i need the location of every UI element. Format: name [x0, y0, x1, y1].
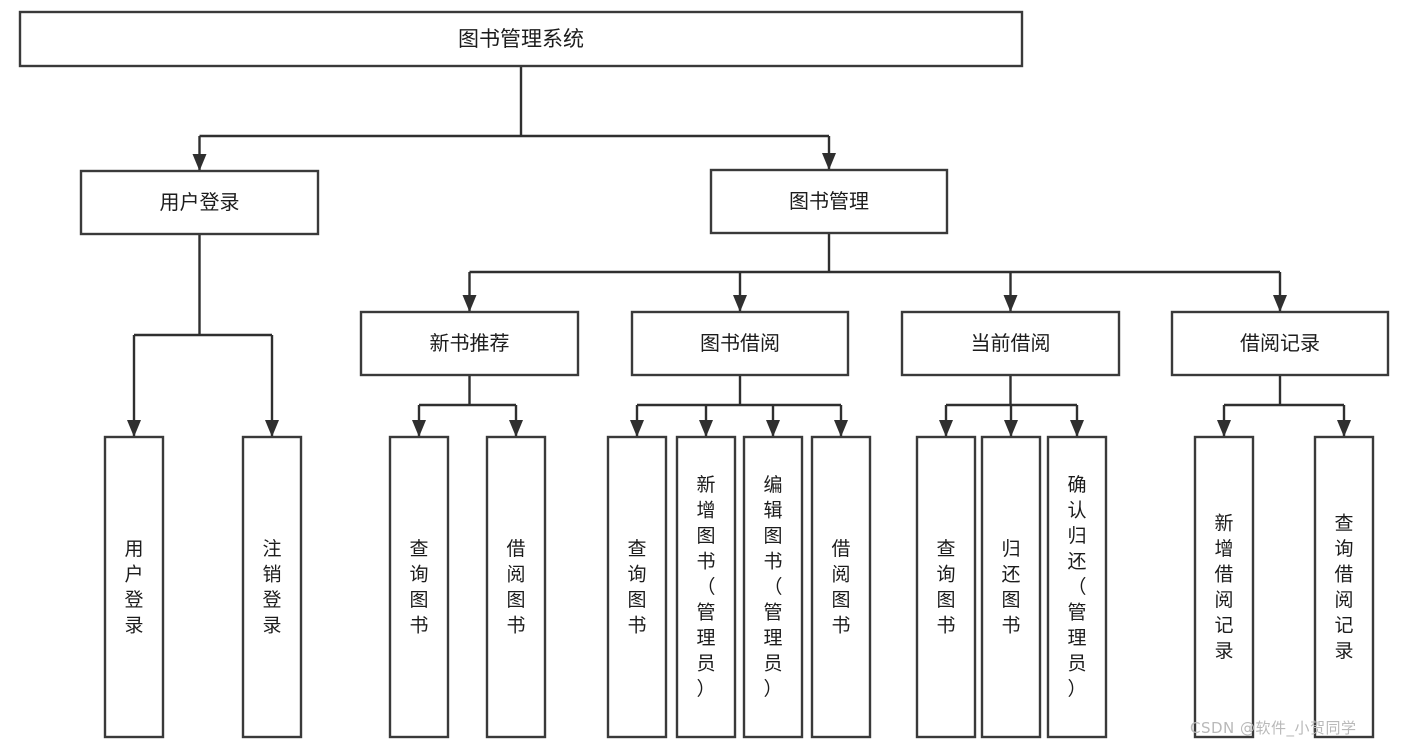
node-box — [810, 435, 872, 739]
node-cb-confirm-return[interactable]: 确认归还（管理员） — [1046, 435, 1108, 739]
node-cb-query-book[interactable]: 查询图书 — [915, 435, 977, 739]
node-label: 注销登录 — [262, 537, 281, 636]
arrow-head — [265, 420, 279, 437]
arrow-head — [766, 420, 780, 437]
node-br-add-record[interactable]: 新增借阅记录 — [1193, 435, 1255, 739]
node-box — [79, 169, 320, 236]
node-root[interactable]: 图书管理系统 — [18, 10, 1024, 68]
node-box — [103, 435, 165, 739]
connector-layer — [127, 66, 1351, 437]
arrow-head — [1004, 420, 1018, 437]
node-box — [1313, 435, 1375, 739]
node-bb-edit-book[interactable]: 编辑图书（管理员） — [742, 435, 804, 739]
node-label: 查询图书 — [627, 537, 646, 636]
node-user-logout[interactable]: 注销登录 — [241, 435, 303, 739]
node-nbr-query-book[interactable]: 查询图书 — [388, 435, 450, 739]
node-box — [241, 435, 303, 739]
node-book-borrow[interactable]: 图书借阅 — [630, 310, 850, 377]
node-label: 图书借阅 — [700, 331, 780, 355]
node-label: 查询借阅记录 — [1334, 512, 1353, 662]
arrow-head — [1217, 420, 1231, 437]
node-label: 新增图书（管理员） — [696, 474, 715, 700]
node-box — [675, 435, 737, 739]
node-label: 图书管理系统 — [458, 27, 584, 51]
node-box — [1170, 310, 1390, 377]
node-user-login[interactable]: 用户登录 — [79, 169, 320, 236]
node-new-book-recommend[interactable]: 新书推荐 — [359, 310, 580, 377]
arrow-head — [630, 420, 644, 437]
node-bb-add-book[interactable]: 新增图书（管理员） — [675, 435, 737, 739]
node-box — [980, 435, 1042, 739]
arrow-head — [509, 420, 523, 437]
arrow-head — [1273, 295, 1287, 312]
node-box — [630, 310, 850, 377]
node-label: 借阅图书 — [506, 537, 525, 636]
arrow-head — [699, 420, 713, 437]
node-bb-borrow-book[interactable]: 借阅图书 — [810, 435, 872, 739]
node-box — [388, 435, 450, 739]
node-label: 查询图书 — [409, 537, 428, 636]
node-nbr-borrow-book[interactable]: 借阅图书 — [485, 435, 547, 739]
node-label: 图书管理 — [789, 189, 869, 213]
node-box — [18, 10, 1024, 68]
node-bb-query-book[interactable]: 查询图书 — [606, 435, 668, 739]
arrow-head — [733, 295, 747, 312]
node-label: 当前借阅 — [971, 331, 1051, 355]
node-cb-return-book[interactable]: 归还图书 — [980, 435, 1042, 739]
node-box — [900, 310, 1121, 377]
node-label: 归还图书 — [1001, 537, 1020, 636]
node-box — [915, 435, 977, 739]
arrow-head — [939, 420, 953, 437]
node-user-login-do[interactable]: 用户登录 — [103, 435, 165, 739]
node-label: 借阅图书 — [831, 537, 850, 636]
arrow-head — [1003, 295, 1018, 312]
node-box — [485, 435, 547, 739]
arrow-head — [834, 420, 848, 437]
arrow-head — [1337, 420, 1351, 437]
node-box — [1193, 435, 1255, 739]
node-box — [742, 435, 804, 739]
arrow-head — [462, 295, 477, 312]
node-label: 新增借阅记录 — [1214, 512, 1233, 662]
node-box — [359, 310, 580, 377]
node-box — [709, 168, 949, 235]
node-label: 用户登录 — [160, 190, 240, 214]
node-label: 用户登录 — [124, 537, 143, 636]
node-box — [1046, 435, 1108, 739]
node-borrow-record[interactable]: 借阅记录 — [1170, 310, 1390, 377]
node-layer: 图书管理系统用户登录用户登录注销登录图书管理新书推荐查询图书借阅图书图书借阅查询… — [18, 10, 1390, 739]
node-book-manage[interactable]: 图书管理 — [709, 168, 949, 235]
node-box — [606, 435, 668, 739]
node-label: 新书推荐 — [430, 331, 510, 355]
arrow-head — [127, 420, 141, 437]
arrow-head — [822, 153, 836, 170]
node-br-query-record[interactable]: 查询借阅记录 — [1313, 435, 1375, 739]
watermark-label: CSDN @软件_小贺同学 — [1190, 719, 1357, 737]
node-label: 借阅记录 — [1240, 331, 1320, 355]
arrow-head — [412, 420, 426, 437]
node-label: 确认归还（管理员） — [1067, 474, 1086, 700]
node-current-borrow[interactable]: 当前借阅 — [900, 310, 1121, 377]
node-label: 编辑图书（管理员） — [763, 474, 782, 700]
arrow-head — [1070, 420, 1084, 437]
arrow-head — [192, 154, 207, 171]
node-label: 查询图书 — [936, 537, 955, 636]
